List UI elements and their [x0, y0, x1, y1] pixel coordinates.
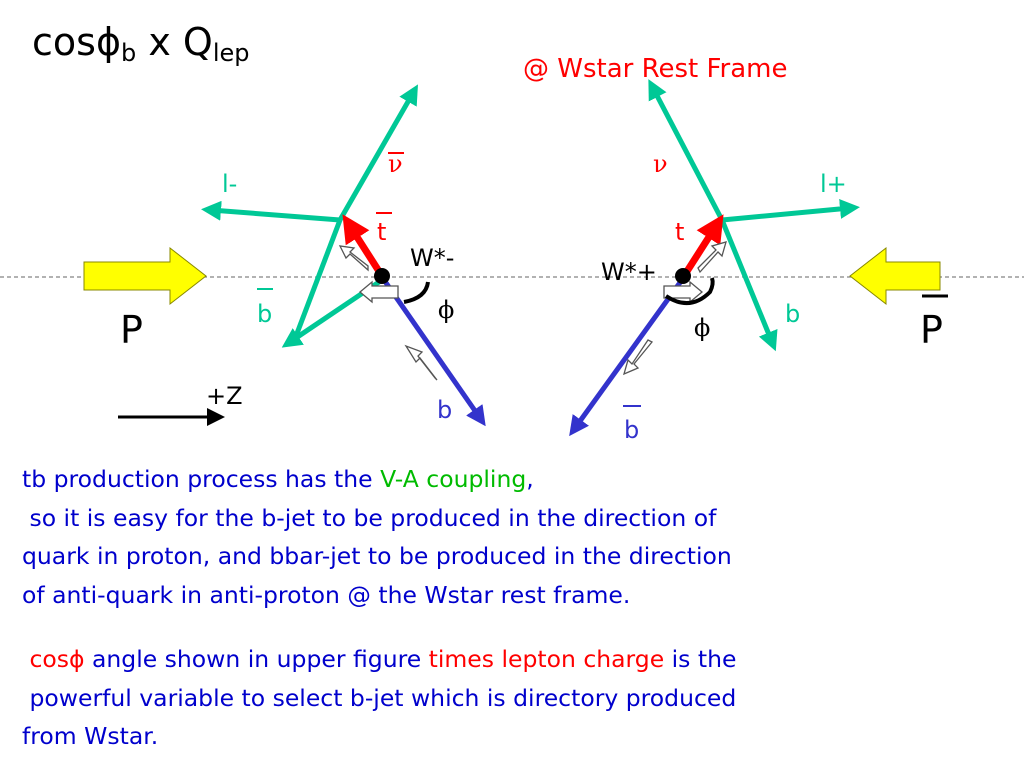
left-lepton-line [201, 200, 341, 223]
left-phi-label: ϕ [438, 296, 454, 324]
right-phi-arc [664, 277, 715, 305]
right-lepton-label: l+ [820, 170, 847, 198]
para2-times-lepton-charge: times lepton charge [428, 645, 665, 673]
para2-line2: powerful variable to select b-jet which … [22, 683, 737, 712]
left-nubar-line [337, 84, 418, 222]
right-bbar-label: b [624, 416, 639, 444]
right-top-arrow [681, 214, 724, 278]
title-sub-lep: lep [212, 39, 250, 67]
left-w-dot [374, 268, 390, 284]
slide-title: cosϕb x Qlep [32, 20, 250, 67]
para1-line2: so it is easy for the b-jet to be produc… [22, 503, 717, 532]
left-b-label: b [437, 396, 452, 424]
left-w-label: W*- [410, 244, 454, 272]
right-w-label: W*+ [601, 258, 657, 286]
left-spin-arrow-3 [404, 344, 438, 381]
left-bbar-label: b [257, 300, 272, 328]
paragraph-1: tb production process has the V-A coupli… [22, 460, 732, 614]
para1-line4: of anti-quark in anti-proton @ the Wstar… [22, 580, 631, 609]
para2-cosphi: cosϕ [29, 645, 85, 673]
left-top-arrow [342, 214, 385, 278]
left-spin-arrow-2 [358, 280, 399, 304]
right-lepton-line [721, 198, 860, 223]
para2-line3: from Wstar. [22, 722, 159, 750]
right-nu-label: ν [653, 150, 668, 178]
paragraph-2: cosϕ angle shown in upper figure times l… [22, 640, 736, 756]
left-teal-segment [293, 219, 343, 337]
left-tbar-label: t [377, 218, 386, 246]
right-phi-label: ϕ [694, 314, 710, 342]
title-times-q: x Q [148, 20, 213, 64]
para1-line1-text: tb production process has the [22, 465, 381, 493]
right-b-label: b [785, 300, 800, 328]
para2-line1-mid: angle shown in upper figure [84, 645, 429, 673]
title-sub-b: b [121, 39, 137, 67]
para2-line1: cosϕ angle shown in upper figure times l… [22, 640, 736, 679]
antiproton-label: P [920, 308, 943, 352]
z-axis-label: +Z [206, 382, 243, 410]
left-b-line [379, 275, 486, 427]
title-cos-phi: cosϕ [32, 20, 122, 64]
left-phi-arc [403, 281, 430, 304]
para2-line1-post: is the [664, 645, 737, 673]
para1-line1: tb production process has the V-A coupli… [22, 460, 732, 499]
right-t-label: t [675, 218, 684, 246]
para1-comma: , [526, 465, 534, 493]
proton-label: P [120, 308, 143, 352]
antiproton-arrow [849, 246, 941, 306]
frame-label: @ Wstar Rest Frame [523, 54, 788, 84]
right-spin-arrow-1 [697, 241, 727, 274]
right-w-dot [675, 268, 691, 284]
right-nu-line [648, 79, 725, 222]
para1-line3: quark in proton, and bbar-jet to be prod… [22, 542, 732, 570]
left-lepton-label: l- [222, 170, 237, 198]
right-bbar-line [569, 275, 687, 437]
left-spin-arrow-1 [338, 245, 369, 272]
left-nubar-label: ν [388, 150, 403, 178]
proton-arrow [83, 246, 207, 306]
right-b-line [719, 219, 778, 352]
para1-vacoupling: V-A coupling [380, 465, 527, 493]
right-spin-arrow-3 [622, 339, 654, 376]
